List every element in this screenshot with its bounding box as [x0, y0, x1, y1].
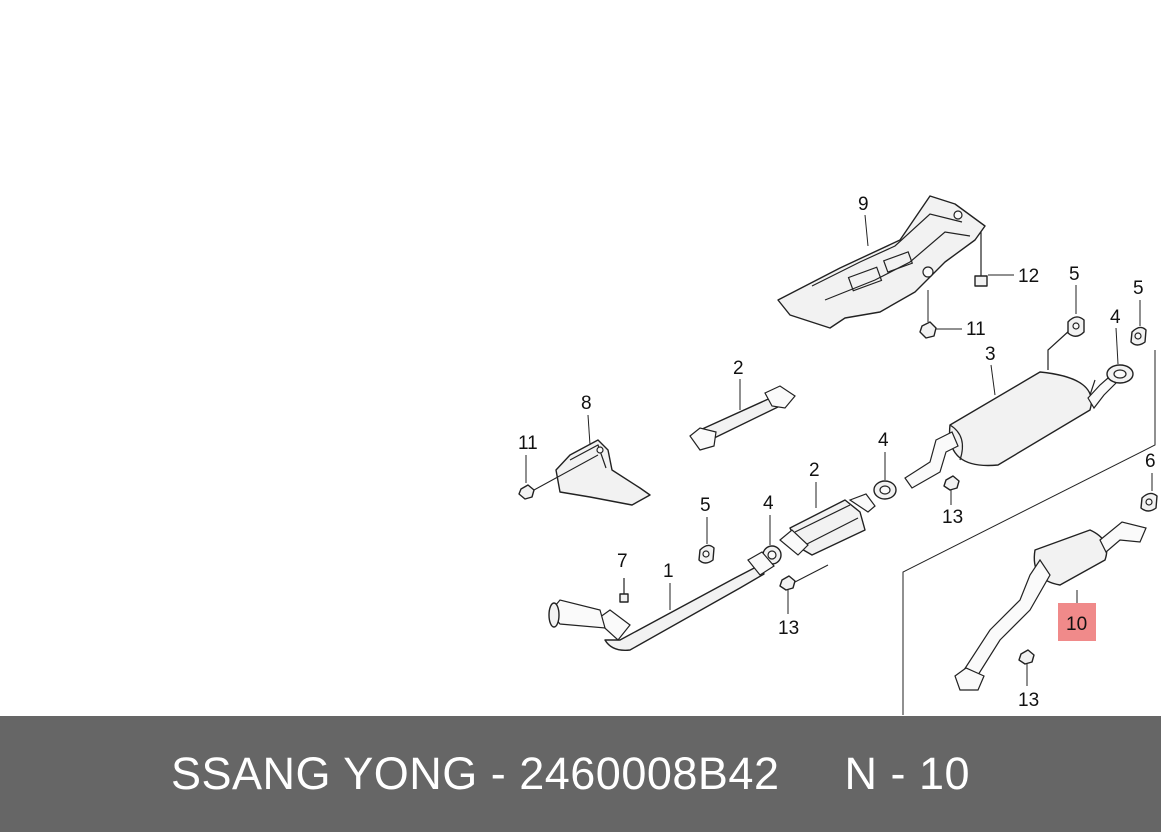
callout-5-lower: 5 [700, 495, 711, 516]
callout-12: 12 [1018, 266, 1039, 287]
nut-part [518, 484, 535, 500]
rubber-hanger-part [1067, 316, 1085, 337]
nut-part [779, 575, 796, 591]
callout-4-lower: 4 [763, 493, 774, 514]
nut-part [943, 475, 960, 491]
callout-10: 10 [1066, 614, 1087, 635]
catalytic-converter-part [779, 493, 876, 556]
callout-11-left: 11 [518, 433, 538, 454]
rubber-hanger-part [698, 544, 715, 564]
callout-4-top: 4 [1110, 307, 1121, 328]
highlighted-part-callout [1058, 603, 1096, 641]
heat-shield-small-part [555, 439, 651, 506]
callout-4-middle: 4 [878, 430, 889, 451]
front-pipe-part [548, 551, 775, 651]
heat-shield-part [777, 195, 986, 329]
gasket-part [1106, 364, 1134, 384]
callout-5-right: 5 [1133, 278, 1144, 299]
callout-5-top: 5 [1069, 264, 1080, 285]
callout-13-lower: 13 [778, 618, 799, 639]
intermediate-pipe-part [689, 385, 796, 451]
stud-part [619, 578, 629, 603]
callout-11-top: 11 [966, 319, 986, 340]
rear-muffler-part [954, 521, 1147, 691]
callout-3: 3 [985, 344, 996, 365]
nut-part [919, 321, 937, 339]
footer-bar: SSANG YONG - 2460008B42 N - 10 [0, 716, 1161, 832]
callout-13-middle: 13 [942, 507, 963, 528]
callout-7: 7 [617, 551, 628, 572]
nut-part [1018, 649, 1035, 665]
callout-1: 1 [663, 561, 674, 582]
gasket-part [873, 480, 897, 500]
part-number-caption: SSANG YONG - 2460008B42 N - 10 [170, 748, 971, 799]
rubber-hanger-part [1130, 326, 1147, 346]
callout-2-middle: 2 [809, 460, 820, 481]
callout-13-rear: 13 [1018, 690, 1039, 711]
exhaust-system-diagram: 9 12 11 3 5 5 4 [518, 194, 1158, 715]
callout-9: 9 [858, 194, 869, 215]
callout-8: 8 [581, 393, 592, 414]
callout-6: 6 [1145, 451, 1156, 472]
center-muffler-part [904, 329, 1117, 489]
bolt-part [974, 232, 988, 287]
callout-2-top: 2 [733, 358, 744, 379]
rubber-hanger-part [1140, 492, 1158, 512]
